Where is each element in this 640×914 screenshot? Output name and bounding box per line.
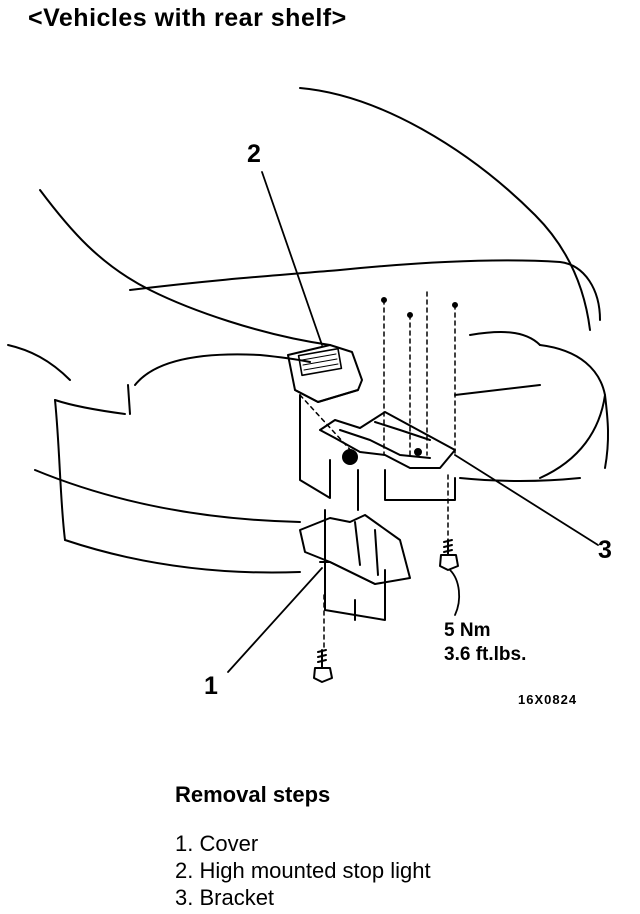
callout-2: 2: [247, 140, 261, 168]
cover-part: [299, 514, 411, 585]
removal-steps-heading: Removal steps: [175, 782, 331, 807]
removal-step: 2. High mounted stop light: [175, 858, 431, 883]
page-title: <Vehicles with rear shelf>: [28, 4, 347, 32]
connector-nut: [342, 449, 358, 465]
car-body-outline: [7, 87, 610, 574]
stop-light: [287, 344, 363, 403]
torque-nm: 5 Nm: [444, 620, 491, 641]
torque-ftlbs: 3.6 ft.lbs.: [444, 644, 527, 665]
assembly-lines: [299, 291, 456, 651]
bracket-plate: [319, 411, 456, 469]
removal-step: 1. Cover: [175, 831, 259, 856]
callout-3: 3: [598, 536, 612, 564]
figure-code: 16X0824: [518, 692, 578, 707]
screw-lower: [313, 649, 333, 683]
removal-step: 3. Bracket: [175, 885, 275, 910]
leader-lines: [227, 171, 599, 673]
screw-right: [439, 539, 459, 571]
callout-1: 1: [204, 672, 218, 700]
removal-steps-list: 1. Cover 2. High mounted stop light 3. B…: [175, 830, 431, 911]
